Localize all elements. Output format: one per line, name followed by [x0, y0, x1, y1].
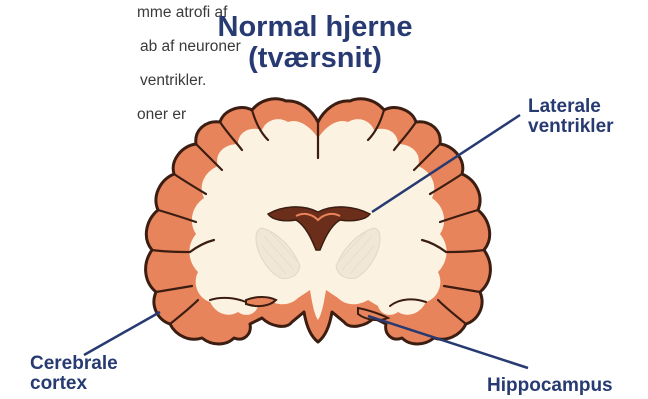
label-lateral-ventricles-line-2: ventrikler: [528, 117, 614, 137]
cerebral-cortex-callout-line: [84, 312, 160, 355]
label-lateral-ventricles: Laterale ventrikler: [528, 97, 614, 137]
label-hippocampus: Hippocampus: [487, 376, 613, 396]
label-cerebral-cortex: Cerebrale cortex: [30, 354, 118, 394]
label-cerebral-cortex-line-2: cortex: [30, 374, 118, 394]
label-cerebral-cortex-line-1: Cerebrale: [30, 354, 118, 374]
label-lateral-ventricles-line-1: Laterale: [528, 97, 614, 117]
